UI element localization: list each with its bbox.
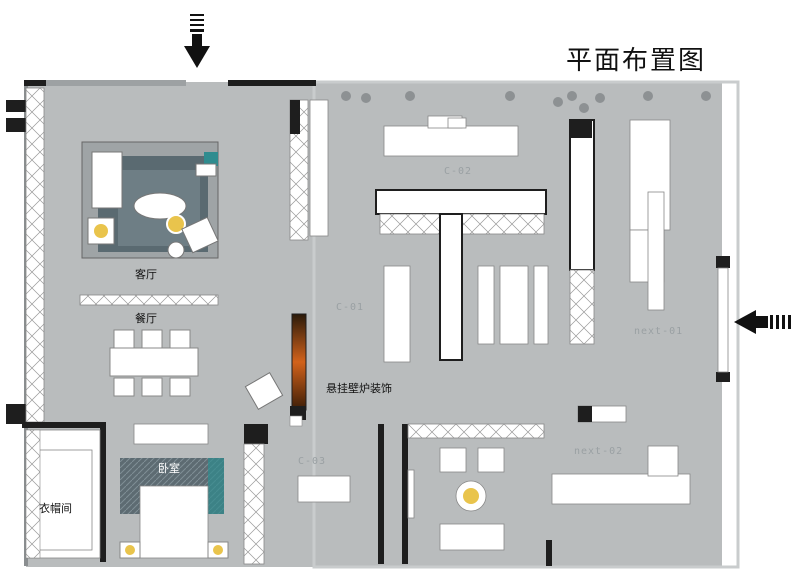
entrance-arrow-top bbox=[184, 14, 210, 68]
zone-c01: C-01 bbox=[336, 302, 365, 313]
c01-panels bbox=[383, 265, 549, 363]
zone-next02: next-02 bbox=[574, 446, 624, 457]
dining-console bbox=[79, 294, 219, 306]
bedroom-furniture bbox=[119, 423, 229, 559]
zone-next01: next-01 bbox=[634, 326, 684, 337]
outer-glazing bbox=[312, 80, 740, 569]
c03-display bbox=[297, 423, 545, 519]
lounge-chair bbox=[244, 372, 284, 410]
counter-c02 bbox=[383, 125, 519, 157]
interior-walls bbox=[22, 422, 552, 566]
right-window bbox=[717, 267, 729, 373]
label-closet: 衣帽间 bbox=[39, 502, 72, 515]
zone-c03: C-03 bbox=[298, 456, 327, 467]
entrance-arrow-right bbox=[734, 310, 791, 334]
label-bedroom: 卧室 bbox=[158, 462, 180, 475]
ceiling-lights bbox=[341, 91, 711, 113]
label-fireplace: 悬挂壁炉装饰 bbox=[326, 382, 392, 395]
living-room bbox=[81, 141, 219, 259]
label-dining-room: 餐厅 bbox=[135, 312, 157, 325]
zone-c02: C-02 bbox=[444, 166, 473, 177]
lounge-set bbox=[439, 447, 505, 551]
plan-title: 平面布置图 bbox=[566, 46, 707, 76]
next02-display bbox=[551, 405, 691, 505]
t-display bbox=[375, 189, 547, 361]
next01-panels bbox=[629, 119, 671, 311]
bedroom-wardrobe bbox=[243, 443, 265, 565]
dining-table bbox=[109, 329, 199, 397]
label-living-room: 客厅 bbox=[135, 268, 157, 281]
fireplace-panel bbox=[291, 313, 307, 411]
left-wall-cabinet bbox=[25, 87, 45, 423]
display-column-right bbox=[569, 119, 595, 345]
display-column-left bbox=[289, 99, 329, 241]
